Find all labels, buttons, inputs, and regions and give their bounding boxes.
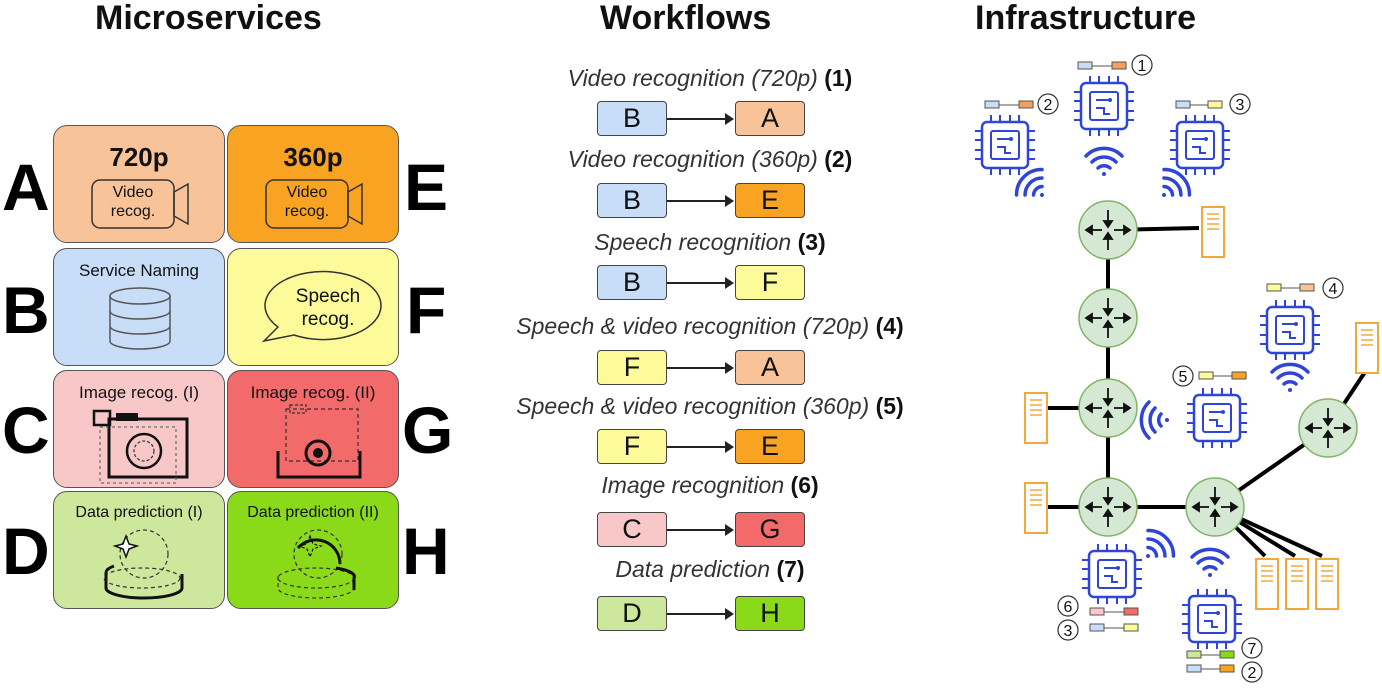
workflow-title: Speech & video recognition (360p) (5) bbox=[440, 393, 980, 419]
workflow-title: Image recognition (6) bbox=[440, 472, 980, 498]
workflow-arrow bbox=[667, 362, 734, 374]
service-letter-h: H bbox=[402, 514, 450, 588]
service-letter-f: F bbox=[406, 273, 447, 347]
crystal-ball-icon bbox=[103, 529, 184, 600]
service-tile-g: Image recog. (II) bbox=[227, 370, 399, 488]
speech-bubble-icon bbox=[261, 270, 382, 343]
badge-number: 7 bbox=[1248, 641, 1257, 658]
workflow-name: Image recognition bbox=[601, 472, 785, 498]
service-tile-c: Image recog. (I) bbox=[53, 370, 225, 488]
workflow-arrow bbox=[667, 195, 734, 207]
workflow-number: (4) bbox=[875, 313, 904, 339]
service-tile-a: 720p Video recog. bbox=[53, 125, 225, 243]
infrastructure-heading: Infrastructure bbox=[975, 0, 1197, 37]
video-text-line2: recog. bbox=[110, 203, 156, 220]
speech-text-line1: Speech bbox=[295, 286, 361, 307]
video-text-line1: Video bbox=[112, 184, 154, 201]
microservices-heading: Microservices bbox=[95, 0, 322, 37]
video-text-line2: recog. bbox=[284, 203, 330, 220]
badge-number: 3 bbox=[1064, 623, 1073, 640]
badge-number: 2 bbox=[1044, 97, 1053, 114]
badge-number: 1 bbox=[1138, 58, 1147, 75]
camera-icon bbox=[92, 409, 189, 484]
service-naming-label: Service Naming bbox=[79, 261, 199, 280]
workflow-number: (1) bbox=[824, 65, 853, 91]
service-tile-f: Speech recog. bbox=[227, 248, 399, 366]
workflow-arrow bbox=[667, 277, 734, 289]
workflow-node-target: E bbox=[735, 183, 805, 218]
workflow-node-source: F bbox=[597, 429, 667, 464]
service-letter-c: C bbox=[2, 393, 50, 467]
database-icon bbox=[109, 287, 171, 350]
service-letter-a: A bbox=[2, 150, 50, 224]
workflow-node-target: G bbox=[735, 512, 805, 547]
data-prediction-label: Data prediction (I) bbox=[75, 504, 203, 521]
workflow-number: (2) bbox=[824, 146, 853, 172]
camera-icon bbox=[276, 404, 362, 479]
data-prediction-label: Data prediction (II) bbox=[247, 504, 379, 521]
badge-number: 3 bbox=[1236, 97, 1245, 114]
service-letter-b: B bbox=[2, 273, 50, 347]
badge-number: 2 bbox=[1248, 665, 1257, 682]
workflow-name: Video recognition (720p) bbox=[567, 65, 818, 91]
workflow-title: Video recognition (720p) (1) bbox=[440, 65, 980, 91]
video-camera-icon bbox=[265, 179, 363, 229]
resolution-label: 720p bbox=[109, 142, 169, 172]
crystal-ball-icon bbox=[277, 529, 356, 599]
workflow-number: (3) bbox=[797, 229, 826, 255]
service-tile-e: 360p Video recog. bbox=[227, 125, 399, 243]
workflow-node-source: F bbox=[597, 350, 667, 385]
badge-number: 5 bbox=[1179, 369, 1188, 386]
workflow-title: Speech & video recognition (720p) (4) bbox=[440, 313, 980, 339]
service-letter-e: E bbox=[404, 150, 449, 224]
service-tile-h: Data prediction (II) bbox=[227, 491, 399, 609]
image-recog-label: Image recog. (II) bbox=[250, 383, 376, 402]
service-letter-g: G bbox=[402, 393, 454, 467]
video-recog-text: Video recog. bbox=[266, 183, 348, 221]
workflow-node-source: C bbox=[597, 512, 667, 547]
video-recog-text: Video recog. bbox=[92, 183, 174, 221]
workflow-node-target: F bbox=[735, 265, 805, 300]
service-letter-d: D bbox=[2, 514, 50, 588]
video-camera-icon bbox=[91, 179, 189, 229]
workflows-heading: Workflows bbox=[600, 0, 772, 37]
workflow-number: (5) bbox=[875, 393, 904, 419]
workflow-title: Data prediction (7) bbox=[440, 556, 980, 582]
workflow-node-target: E bbox=[735, 429, 805, 464]
workflow-arrow bbox=[667, 608, 734, 620]
resolution-label: 360p bbox=[283, 142, 343, 172]
image-recog-label: Image recog. (I) bbox=[79, 383, 199, 402]
workflow-node-target: H bbox=[735, 596, 805, 631]
workflow-node-source: B bbox=[597, 265, 667, 300]
workflow-node-source: B bbox=[597, 101, 667, 136]
workflow-number: (7) bbox=[776, 556, 805, 582]
workflow-title: Video recognition (360p) (2) bbox=[440, 146, 980, 172]
workflow-name: Speech & video recognition (360p) bbox=[516, 393, 870, 419]
workflow-name: Data prediction bbox=[615, 556, 771, 582]
workflow-arrow bbox=[667, 113, 734, 125]
speech-text-line2: recog. bbox=[301, 309, 355, 330]
workflow-number: (6) bbox=[790, 472, 819, 498]
workflow-node-target: A bbox=[735, 101, 805, 136]
workflow-node-target: A bbox=[735, 350, 805, 385]
service-tile-b: Service Naming bbox=[53, 248, 225, 366]
workflow-arrow bbox=[667, 524, 734, 536]
badge-number: 4 bbox=[1329, 281, 1338, 298]
badge-number: 6 bbox=[1064, 599, 1073, 616]
service-tile-d: Data prediction (I) bbox=[53, 491, 225, 609]
workflow-node-source: D bbox=[597, 596, 667, 631]
workflow-node-source: B bbox=[597, 183, 667, 218]
video-text-line1: Video bbox=[286, 184, 328, 201]
speech-recog-text: Speech recog. bbox=[258, 285, 398, 331]
workflow-title: Speech recognition (3) bbox=[440, 229, 980, 255]
workflow-name: Speech & video recognition (720p) bbox=[516, 313, 870, 339]
workflow-name: Speech recognition bbox=[594, 229, 792, 255]
workflow-arrow bbox=[667, 441, 734, 453]
workflow-name: Video recognition (360p) bbox=[567, 146, 818, 172]
